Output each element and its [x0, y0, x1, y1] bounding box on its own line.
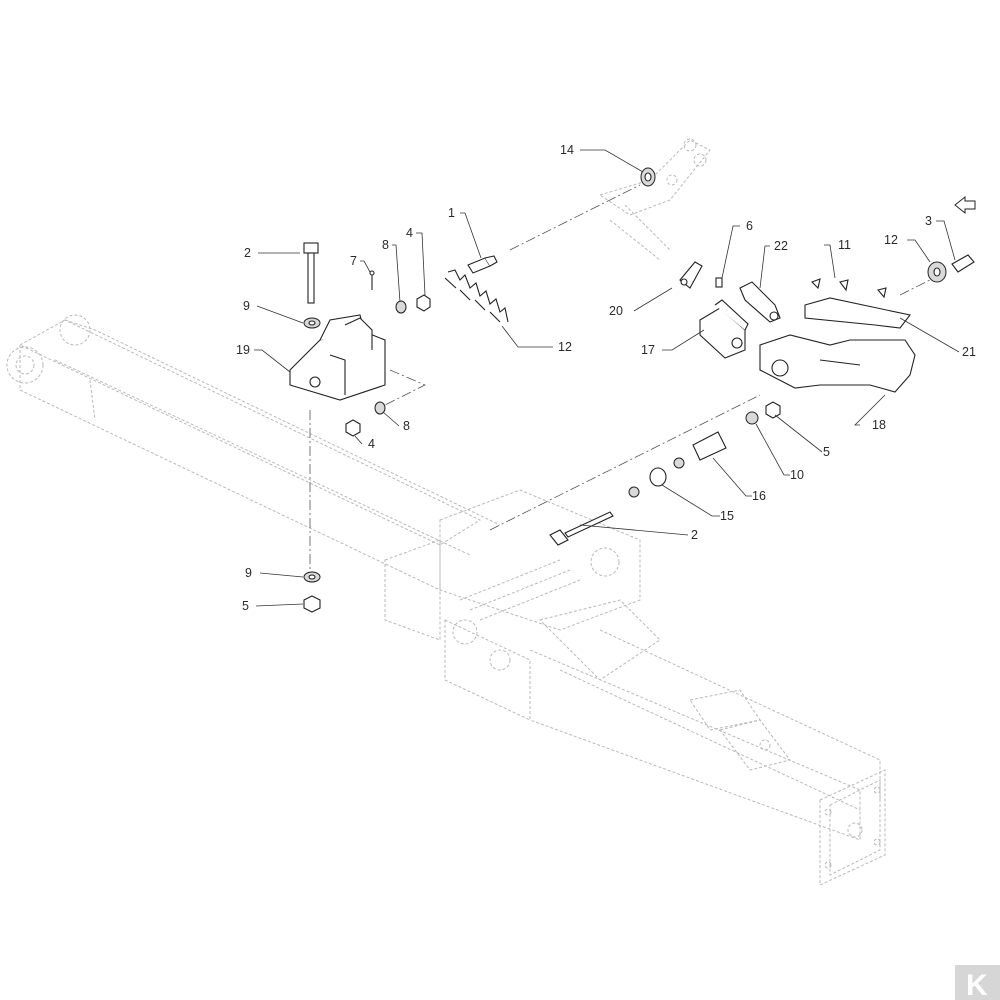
- brand-logo: K: [955, 965, 1000, 1000]
- brand-logo-text: K: [966, 969, 988, 1000]
- callout-21: 21: [962, 345, 976, 359]
- callout-labels: 14 1 2 7 8 4 9 19 12 4 8 9 5 6 22 11 12 …: [236, 143, 976, 613]
- callout-7: 7: [350, 254, 357, 268]
- callout-2-lower: 2: [691, 528, 698, 542]
- part-8-washer-lower: [374, 401, 386, 415]
- part-15-bushing: [628, 457, 685, 498]
- part-6-pin: [715, 277, 723, 288]
- callout-3: 3: [925, 214, 932, 228]
- callout-8-lower: 8: [403, 419, 410, 433]
- callout-5-lower: 5: [242, 599, 249, 613]
- callout-6: 6: [746, 219, 753, 233]
- part-1-bolt: [467, 255, 498, 274]
- callout-22: 22: [774, 239, 788, 253]
- callout-20: 20: [609, 304, 623, 318]
- part-17-clevis: [699, 299, 749, 359]
- callout-4-upper: 4: [406, 226, 413, 240]
- callout-15: 15: [720, 509, 734, 523]
- callout-19: 19: [236, 343, 250, 357]
- callout-12-washer: 12: [884, 233, 898, 247]
- part-4-nut-lower: [345, 419, 361, 437]
- callout-10: 10: [790, 468, 804, 482]
- part-10-washer: [745, 411, 759, 425]
- part-19-bracket: [289, 314, 386, 401]
- callout-12-spring: 12: [558, 340, 572, 354]
- callout-9-upper: 9: [243, 299, 250, 313]
- part-2-bolt-vertical: [303, 242, 319, 304]
- callout-1: 1: [448, 206, 455, 220]
- part-12-spring: [444, 269, 509, 323]
- part-5-nut-upper: [765, 401, 781, 419]
- part-21-plate: [804, 297, 911, 329]
- callout-8-upper: 8: [382, 238, 389, 252]
- callout-2-upper: 2: [244, 246, 251, 260]
- part-3-bolt: [951, 254, 975, 273]
- part-9-washer-upper: [303, 317, 321, 329]
- part-16-sleeve: [692, 431, 727, 461]
- callout-11: 11: [838, 238, 851, 252]
- part-9-washer-lower: [303, 571, 321, 583]
- callout-16: 16: [752, 489, 766, 503]
- callout-9-lower: 9: [245, 566, 252, 580]
- part-2-bolt-horizontal: [549, 511, 614, 546]
- callout-18: 18: [872, 418, 886, 432]
- callout-14: 14: [560, 143, 574, 157]
- part-20-link: [679, 261, 703, 289]
- part-7-pin: [369, 270, 375, 290]
- part-22-lever: [739, 281, 781, 323]
- part-18-arm: [759, 334, 916, 393]
- direction-arrow-icon: [954, 195, 976, 215]
- part-5-nut-lower: [303, 595, 321, 613]
- part-12-washer-right: [927, 261, 947, 283]
- part-4-nut-upper: [416, 294, 431, 312]
- ghost-frame: [6, 138, 886, 886]
- part-8-washer-upper: [395, 300, 407, 314]
- callout-5-upper: 5: [823, 445, 830, 459]
- part-11-screws: [811, 278, 887, 299]
- callout-17: 17: [641, 343, 655, 357]
- leader-lines: [254, 149, 960, 607]
- part-14-washer: [640, 167, 656, 187]
- callout-4-lower: 4: [368, 437, 375, 451]
